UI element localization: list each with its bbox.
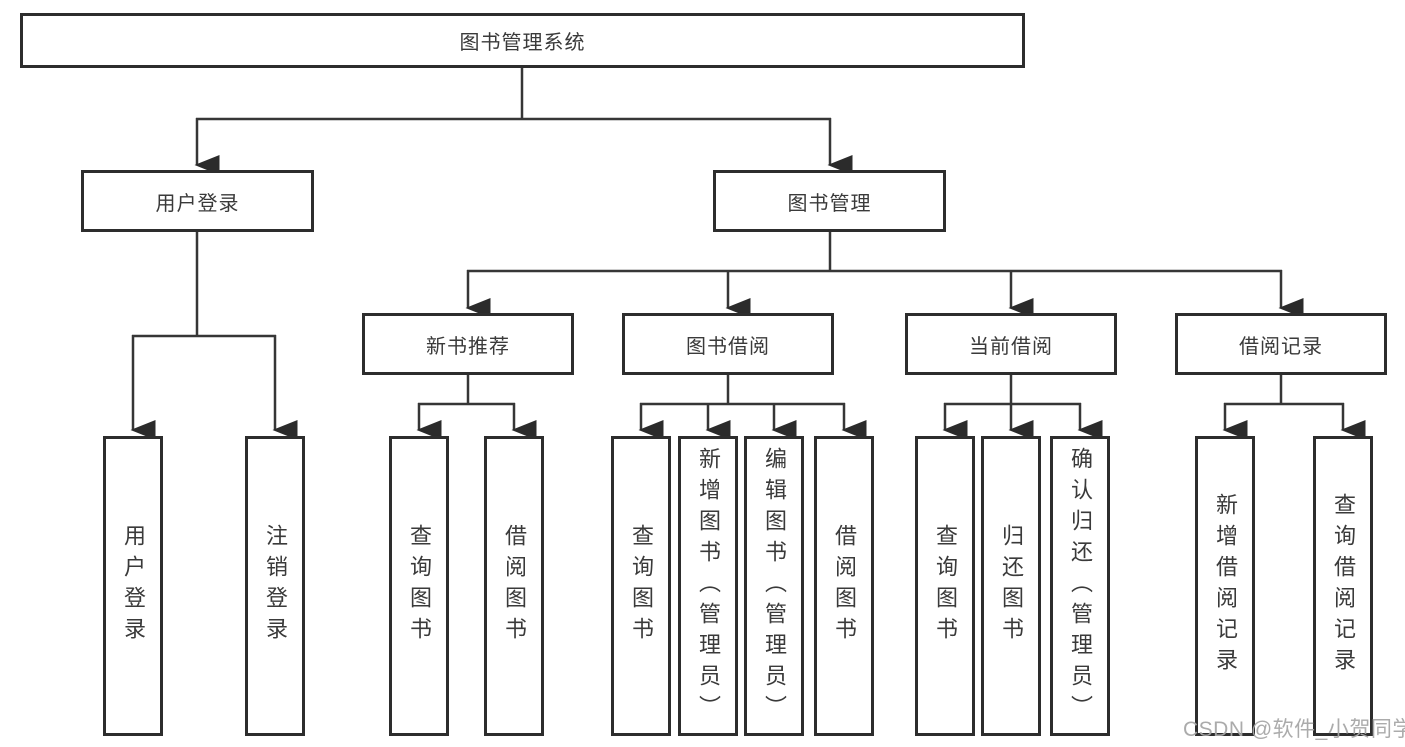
- leaf-user-login-label: 用户登录: [121, 524, 146, 648]
- connector-record-to-leaves: [1222, 375, 1366, 440]
- connector-user-login-to-leaves: [130, 232, 298, 440]
- leaf-confirm-return-admin-label: 确认归还（管理员）: [1068, 446, 1093, 726]
- leaf-query-books-recommend-label: 查询图书: [407, 524, 432, 648]
- leaf-borrow-books-borrow-label: 借阅图书: [832, 524, 857, 648]
- leaf-borrow-books-recommend-label: 借阅图书: [502, 524, 527, 648]
- leaf-edit-books-admin: 编辑图书（管理员）: [744, 436, 804, 736]
- leaf-query-borrow-record-label: 查询借阅记录: [1331, 493, 1356, 679]
- node-library-management-system-label: 图书管理系统: [459, 32, 586, 54]
- leaf-return-books-label: 归还图书: [999, 524, 1024, 648]
- csdn-watermark: CSDN @软件_小贺同学: [1183, 718, 1405, 741]
- leaf-borrow-books-recommend: 借阅图书: [484, 436, 544, 736]
- connector-borrow-to-leaves: [638, 375, 867, 440]
- leaf-edit-books-admin-label: 编辑图书（管理员）: [762, 446, 787, 726]
- node-library-management-system: 图书管理系统: [20, 13, 1025, 68]
- leaf-query-books-borrow-label: 查询图书: [629, 524, 654, 648]
- connector-recommend-to-leaves: [416, 375, 537, 440]
- leaf-confirm-return-admin: 确认归还（管理员）: [1050, 436, 1110, 736]
- node-user-login: 用户登录: [81, 170, 314, 232]
- leaf-add-books-admin: 新增图书（管理员）: [678, 436, 738, 736]
- connector-current-to-leaves: [942, 375, 1103, 440]
- leaf-query-books-recommend: 查询图书: [389, 436, 449, 736]
- leaf-return-books: 归还图书: [981, 436, 1041, 736]
- node-new-book-recommend-label: 新书推荐: [426, 335, 510, 358]
- node-borrow-record: 借阅记录: [1175, 313, 1387, 375]
- node-book-management-label: 图书管理: [787, 192, 872, 215]
- leaf-query-borrow-record: 查询借阅记录: [1313, 436, 1373, 736]
- leaf-query-books-current: 查询图书: [915, 436, 975, 736]
- node-borrow-record-label: 借阅记录: [1239, 335, 1323, 358]
- node-current-borrow-label: 当前借阅: [969, 335, 1053, 358]
- leaf-add-books-admin-label: 新增图书（管理员）: [696, 446, 721, 726]
- leaf-add-borrow-record-label: 新增借阅记录: [1213, 493, 1238, 679]
- node-book-borrow-label: 图书借阅: [686, 335, 770, 358]
- leaf-query-books-current-label: 查询图书: [933, 524, 958, 648]
- connector-root-to-level2: [194, 68, 853, 175]
- node-book-borrow: 图书借阅: [622, 313, 834, 375]
- node-current-borrow: 当前借阅: [905, 313, 1117, 375]
- node-book-management: 图书管理: [713, 170, 946, 232]
- connector-book-management-to-level3: [465, 232, 1304, 318]
- leaf-borrow-books-borrow: 借阅图书: [814, 436, 874, 736]
- node-new-book-recommend: 新书推荐: [362, 313, 574, 375]
- leaf-user-login: 用户登录: [103, 436, 163, 736]
- leaf-add-borrow-record: 新增借阅记录: [1195, 436, 1255, 736]
- leaf-logout-login: 注销登录: [245, 436, 305, 736]
- leaf-logout-login-label: 注销登录: [263, 524, 288, 648]
- leaf-query-books-borrow: 查询图书: [611, 436, 671, 736]
- node-user-login-label: 用户登录: [155, 192, 240, 215]
